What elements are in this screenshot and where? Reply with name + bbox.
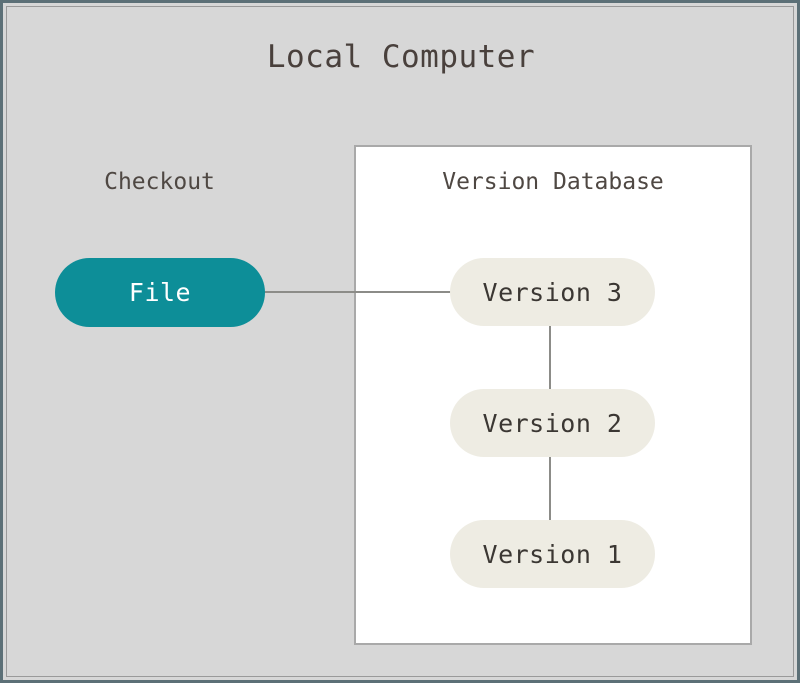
page-title: Local Computer: [266, 39, 536, 75]
local-computer-container: Local Computer Checkout Version Database…: [6, 6, 794, 677]
connector-file-to-version-3: [262, 291, 453, 293]
checkout-section-label: Checkout: [104, 169, 215, 195]
connector-version-3-to-version-2: [549, 325, 551, 391]
node-version-3[interactable]: Version 3: [450, 258, 655, 326]
node-file[interactable]: File: [55, 258, 265, 327]
connector-version-2-to-version-1: [549, 456, 551, 522]
node-version-1[interactable]: Version 1: [450, 520, 655, 588]
node-version-2[interactable]: Version 2: [450, 389, 655, 457]
version-database-label: Version Database: [442, 169, 664, 195]
